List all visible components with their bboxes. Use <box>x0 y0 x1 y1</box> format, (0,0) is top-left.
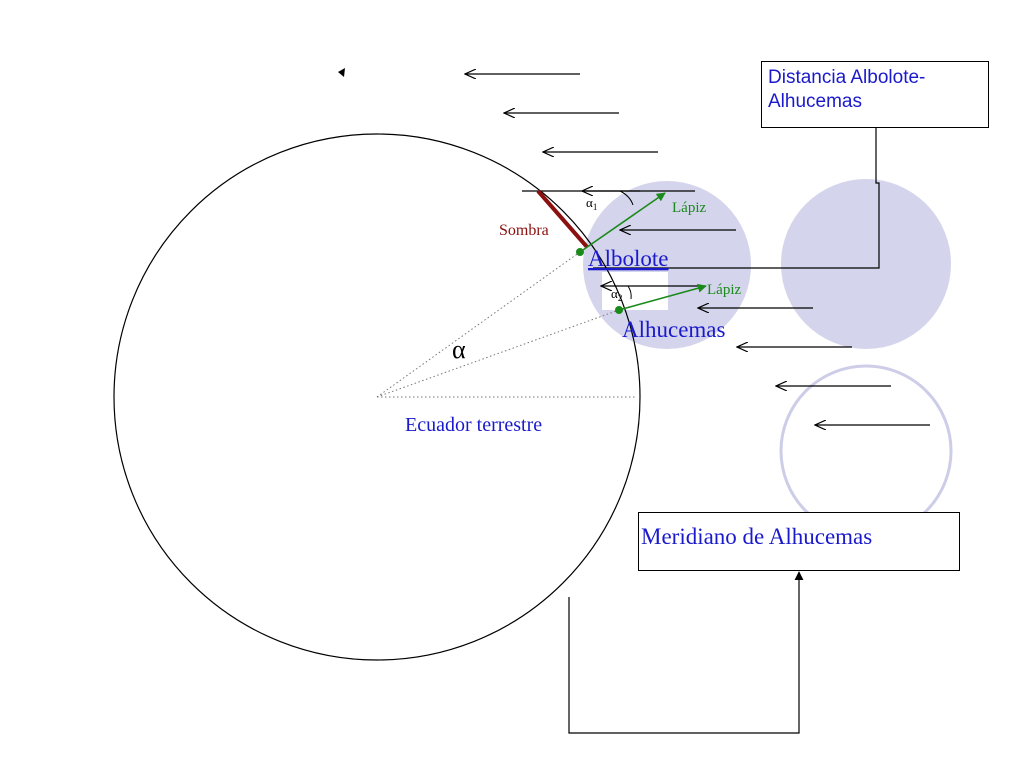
label-alpha-1: α1 <box>586 195 597 212</box>
pencil-arrow-albolote <box>579 192 666 253</box>
radius-albolote <box>376 251 581 398</box>
connector-meridian <box>568 571 804 734</box>
radius-alhucemas <box>376 309 620 398</box>
lavender-disc-right <box>781 179 951 349</box>
pencil-arrow-alhucemas <box>618 283 707 311</box>
label-alpha: α <box>452 335 466 364</box>
point-alhucemas <box>615 306 623 314</box>
distance-label-text: Distancia Albolote-Alhucemas <box>768 67 926 112</box>
stray-arrowhead <box>338 68 345 77</box>
label-lapiz-2: Lápiz <box>707 282 741 298</box>
label-ecuador: Ecuador terrestre <box>405 414 542 436</box>
lavender-ring <box>779 364 953 538</box>
meridian-label-box: Meridiano de Alhucemas <box>638 512 960 571</box>
meridian-label-text: Meridiano de Alhucemas <box>641 524 873 549</box>
white-patch <box>602 272 668 310</box>
label-sombra: Sombra <box>499 222 549 239</box>
distance-label-box: Distancia Albolote-Alhucemas <box>761 61 989 128</box>
label-albolote: Albolote <box>588 246 669 271</box>
label-alpha-2: α2 <box>611 286 622 303</box>
connector-distance <box>593 128 880 269</box>
angle-arc-2 <box>627 285 632 300</box>
label-alhucemas: Alhucemas <box>622 317 726 342</box>
label-lapiz-1: Lápiz <box>672 200 706 216</box>
angle-arc-1 <box>619 190 634 206</box>
shadow-bar <box>536 189 589 249</box>
point-albolote <box>576 248 584 256</box>
earth-circle <box>113 133 641 661</box>
